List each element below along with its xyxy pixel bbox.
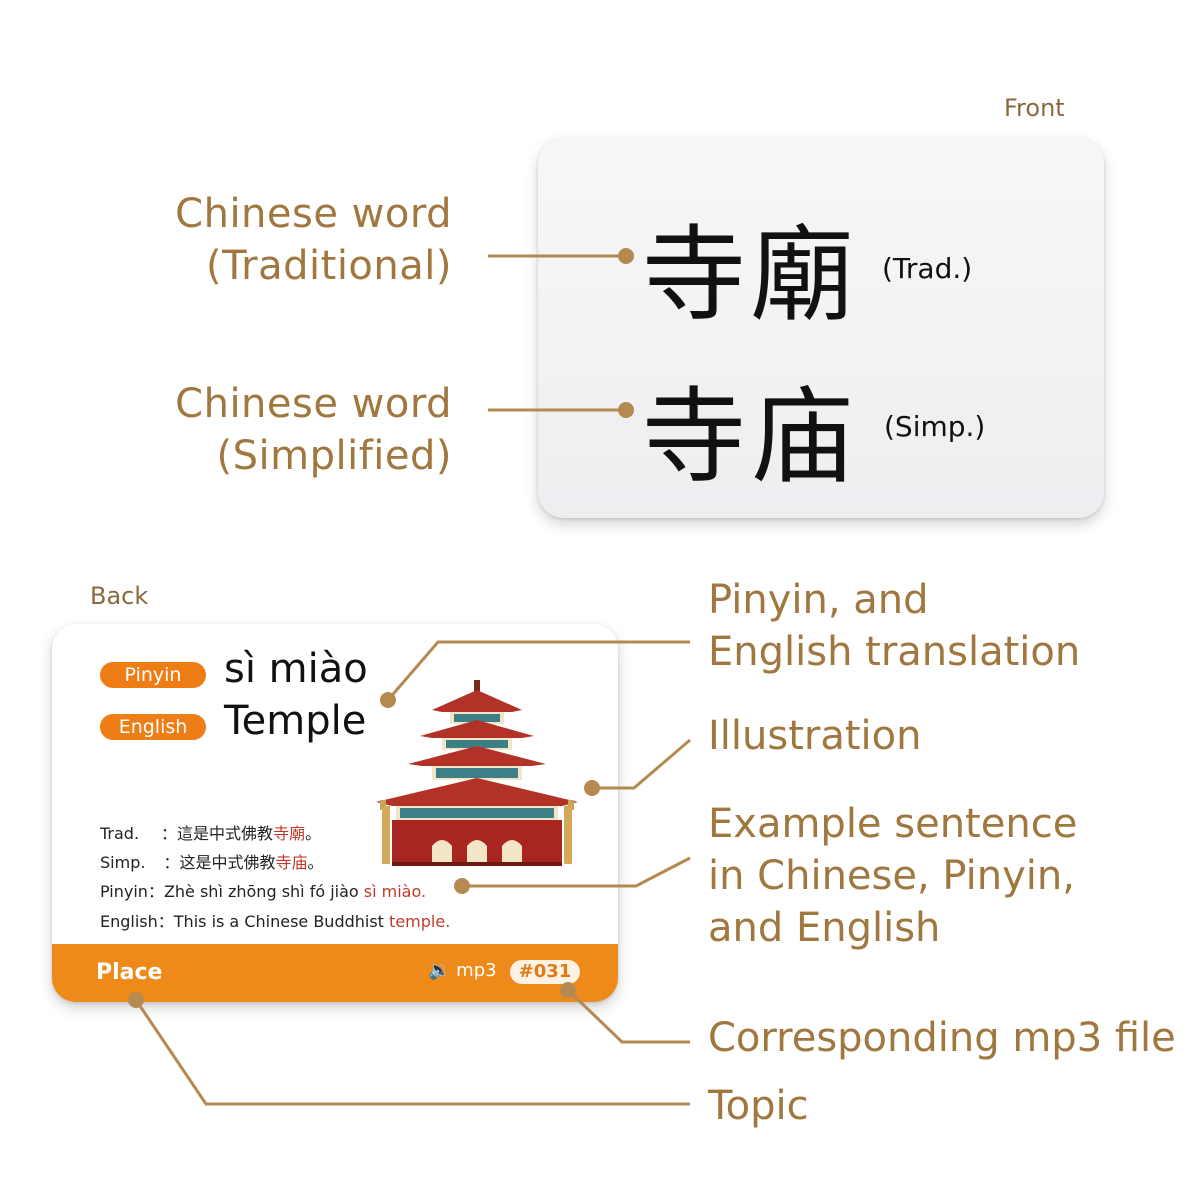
example-trad-end: 。 xyxy=(305,824,322,843)
simplified-characters: 寺庙 xyxy=(642,376,859,498)
example-pinyin-highlight: sì miào. xyxy=(363,882,427,901)
example-trad-text: ：這是中式佛教 xyxy=(161,824,274,843)
back-section-label: Back xyxy=(90,582,149,610)
callout-chinese-word-simp: Chinese word xyxy=(175,381,452,427)
english-value: Temple xyxy=(224,698,367,744)
callout-simplified: Chinese word (Simplified) xyxy=(175,378,452,482)
callout-pinyin-english: Pinyin, and English translation xyxy=(708,574,1080,678)
leader-dot-pinyin xyxy=(380,692,396,708)
example-simp-highlight: 寺庙 xyxy=(275,853,308,872)
leader-mp3 xyxy=(566,988,690,1044)
callout-traditional-text: (Traditional) xyxy=(206,243,452,289)
example-english-highlight: temple. xyxy=(389,912,451,931)
leader-dot-mp3 xyxy=(560,982,576,998)
callout-pinyin-line2: English translation xyxy=(708,629,1081,675)
example-english-text: ：This is a Chinese Buddhist xyxy=(157,912,390,931)
example-english-label: English xyxy=(100,912,158,931)
example-simp-end: 。 xyxy=(307,853,324,872)
callout-example-line1: Example sentence xyxy=(708,801,1078,847)
leader-dot-traditional xyxy=(618,248,634,264)
callout-topic: Topic xyxy=(708,1083,809,1129)
leader-topic xyxy=(134,999,690,1106)
leader-illustration xyxy=(592,738,691,790)
traditional-tag: (Trad.) xyxy=(882,252,973,285)
example-pinyin-line: Pinyin：Zhè shì zhōng shì fó jiào sì miào… xyxy=(100,878,426,902)
leader-pinyin-english xyxy=(386,640,690,701)
example-trad-highlight: 寺廟 xyxy=(273,824,306,843)
simplified-tag: (Simp.) xyxy=(884,410,986,443)
callout-pinyin-line1: Pinyin, and xyxy=(708,577,929,623)
example-english-line: English：This is a Chinese Buddhist templ… xyxy=(100,908,450,932)
card-number-badge: #031 xyxy=(510,960,580,984)
callout-example: Example sentence in Chinese, Pinyin, and… xyxy=(708,798,1077,954)
example-pinyin-text: ：Zhè shì zhōng shì fó jiào xyxy=(147,882,364,901)
callout-example-line3: and English xyxy=(708,905,941,951)
back-card: Pinyin sì miào English Temple xyxy=(52,624,618,1002)
pinyin-value: sì miào xyxy=(224,646,368,692)
leader-dot-topic xyxy=(128,992,144,1008)
leader-example xyxy=(462,856,691,888)
callout-mp3: Corresponding mp3 file xyxy=(708,1015,1176,1061)
callout-example-line2: in Chinese, Pinyin, xyxy=(708,853,1075,899)
mp3-indicator: 🔉 mp3 xyxy=(428,960,497,981)
front-card: 寺廟 (Trad.) 寺庙 (Simp.) xyxy=(538,138,1104,518)
callout-illustration: Illustration xyxy=(708,713,922,759)
pinyin-pill: Pinyin xyxy=(100,662,206,688)
callout-traditional: Chinese word (Traditional) xyxy=(175,188,452,292)
leader-dot-simplified xyxy=(618,402,634,418)
temple-illustration xyxy=(376,680,578,866)
example-simp-text: ：这是中式佛教 xyxy=(163,853,276,872)
callout-simplified-text: (Simplified) xyxy=(216,433,452,479)
topic-label: Place xyxy=(96,960,163,985)
mp3-label: mp3 xyxy=(456,960,497,981)
example-trad-label: Trad. xyxy=(100,824,140,843)
example-trad-line: Trad. ：這是中式佛教寺廟。 xyxy=(100,820,321,844)
english-pill: English xyxy=(100,714,206,740)
front-section-label: Front xyxy=(1004,94,1065,122)
example-pinyin-label: Pinyin xyxy=(100,882,148,901)
speaker-icon: 🔉 xyxy=(428,960,451,981)
leader-dot-illustration xyxy=(584,780,600,796)
leader-dot-example xyxy=(454,878,470,894)
traditional-characters: 寺廟 xyxy=(642,214,859,336)
callout-chinese-word-trad: Chinese word xyxy=(175,191,452,237)
back-card-footer: Place 🔉 mp3 #031 xyxy=(52,944,618,1002)
example-simp-line: Simp. ：这是中式佛教寺庙。 xyxy=(100,849,323,873)
example-simp-label: Simp. xyxy=(100,853,146,872)
